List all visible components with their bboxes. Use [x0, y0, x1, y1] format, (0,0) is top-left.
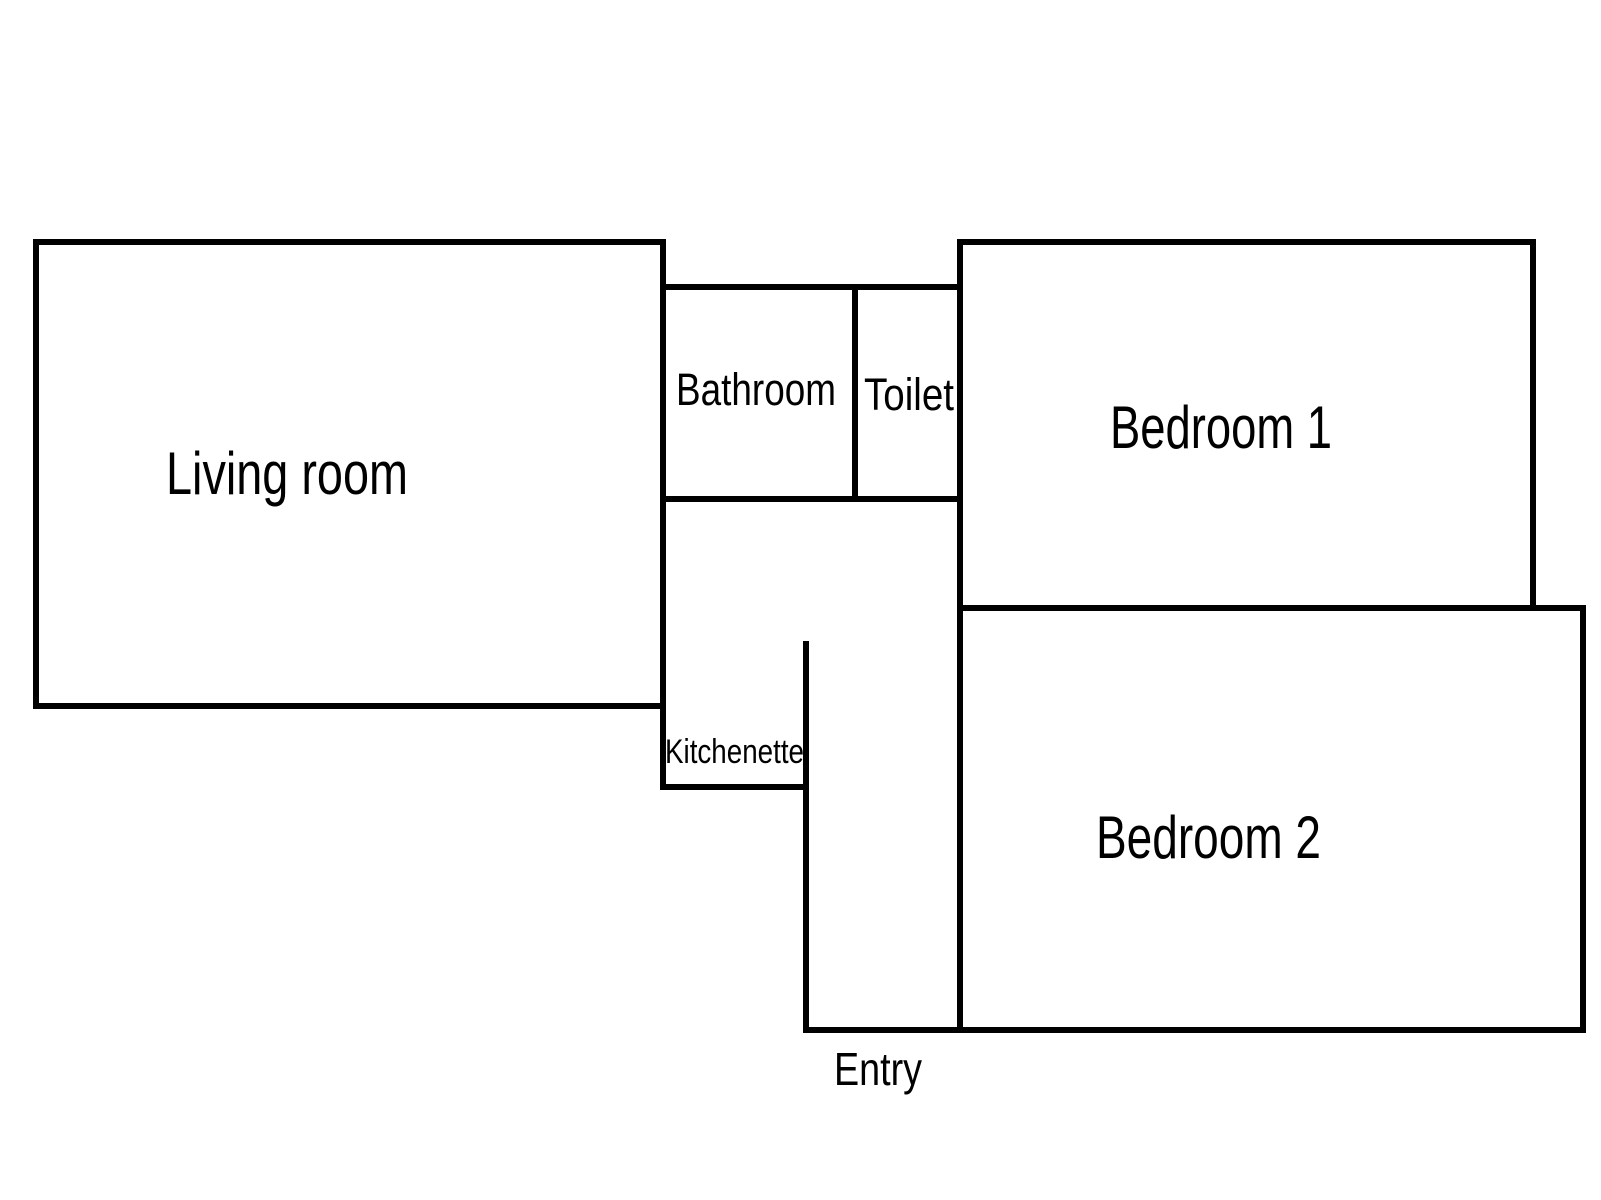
toilet-label: Toilet: [864, 369, 954, 420]
living-room-label: Living room: [166, 440, 408, 507]
bedroom-1-label: Bedroom 1: [1110, 394, 1332, 461]
bedroom-2-walls: [957, 605, 1586, 1033]
bedroom-2-label: Bedroom 2: [1096, 804, 1321, 871]
kitchenette-label: Kitchenette: [665, 733, 804, 771]
entry-label: Entry: [834, 1043, 922, 1095]
bathroom-label: Bathroom: [676, 364, 836, 415]
